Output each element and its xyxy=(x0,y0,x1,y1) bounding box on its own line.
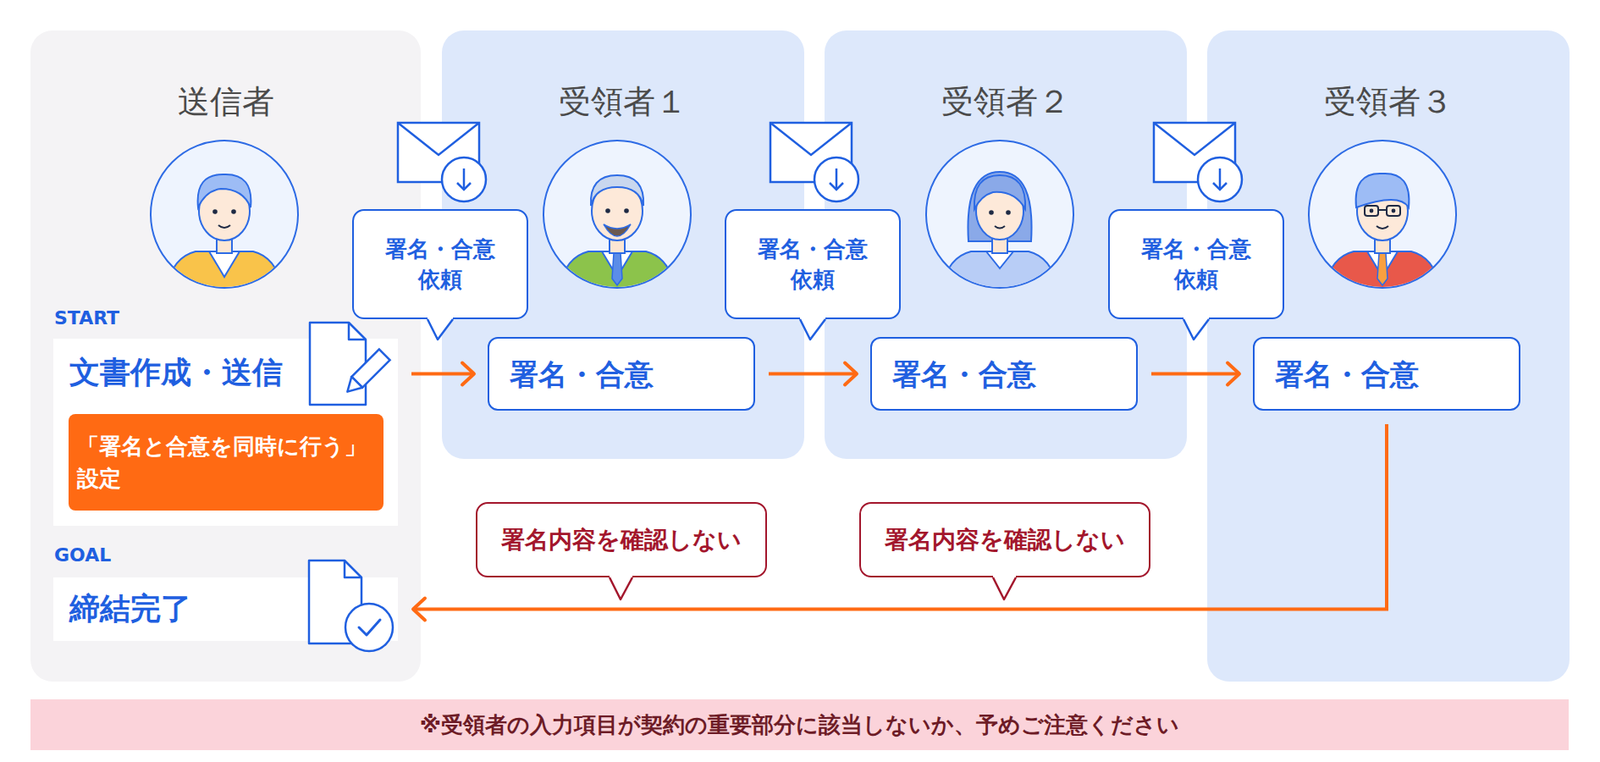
request-callout: 署名・合意 依頼 xyxy=(1108,209,1285,320)
swimlane: 受領者３ 署名・合意 xyxy=(1207,30,1570,682)
tail-line xyxy=(1183,319,1209,340)
lane-title: 受領者３ xyxy=(1207,82,1570,121)
tail-fill xyxy=(1183,315,1209,340)
tail-line xyxy=(609,577,633,600)
callout-text: 署名内容を確認しない xyxy=(884,524,1126,556)
lane-title: 送信者 xyxy=(30,82,421,121)
step-label: 署名・合意 xyxy=(892,357,1037,392)
callout-text: 署名内容を確認しない xyxy=(501,524,742,556)
tail-fill xyxy=(609,573,633,600)
step-box: 署名・合意 xyxy=(870,336,1138,411)
lane-title: 受領者１ xyxy=(441,82,805,121)
step-box: 署名・合意 xyxy=(487,336,756,411)
callout-text: 署名・合意 依頼 xyxy=(1132,233,1260,295)
setting-label: 「署名と合意を同時に行う」 設定 xyxy=(77,430,376,495)
step-tag: START xyxy=(54,308,120,329)
box-label: 締結完了 xyxy=(69,591,192,626)
goal-box: GOAL締結完了 xyxy=(53,577,398,641)
callout-text: 署名・合意 依頼 xyxy=(376,233,504,295)
tail-line xyxy=(993,577,1016,600)
setting-box: 「署名と合意を同時に行う」 設定 xyxy=(68,413,384,511)
box-label: 文書作成・送信 xyxy=(69,355,283,390)
warning-callout: 署名内容を確認しない xyxy=(859,502,1151,578)
notice-banner: ※受領者の入力項目が契約の重要部分に該当しないか、予めご注意ください xyxy=(30,699,1569,751)
step-label: 署名・合意 xyxy=(509,357,654,392)
request-callout: 署名・合意 依頼 xyxy=(352,209,529,320)
swimlane: 送信者START文書作成・送信「署名と合意を同時に行う」 設定GOAL締結完了 xyxy=(30,30,421,682)
notice-text: ※受領者の入力項目が契約の重要部分に該当しないか、予めご注意ください xyxy=(419,710,1180,740)
request-callout: 署名・合意 依頼 xyxy=(724,209,901,320)
step-tag: GOAL xyxy=(54,545,111,566)
lane-title: 受領者２ xyxy=(824,82,1187,121)
start-box: START文書作成・送信「署名と合意を同時に行う」 設定 xyxy=(53,338,398,526)
step-label: 署名・合意 xyxy=(1274,357,1419,392)
step-box: 署名・合意 xyxy=(1252,336,1521,411)
warning-callout: 署名内容を確認しない xyxy=(475,502,767,578)
callout-text: 署名・合意 依頼 xyxy=(749,233,877,295)
tail-fill xyxy=(993,573,1016,600)
